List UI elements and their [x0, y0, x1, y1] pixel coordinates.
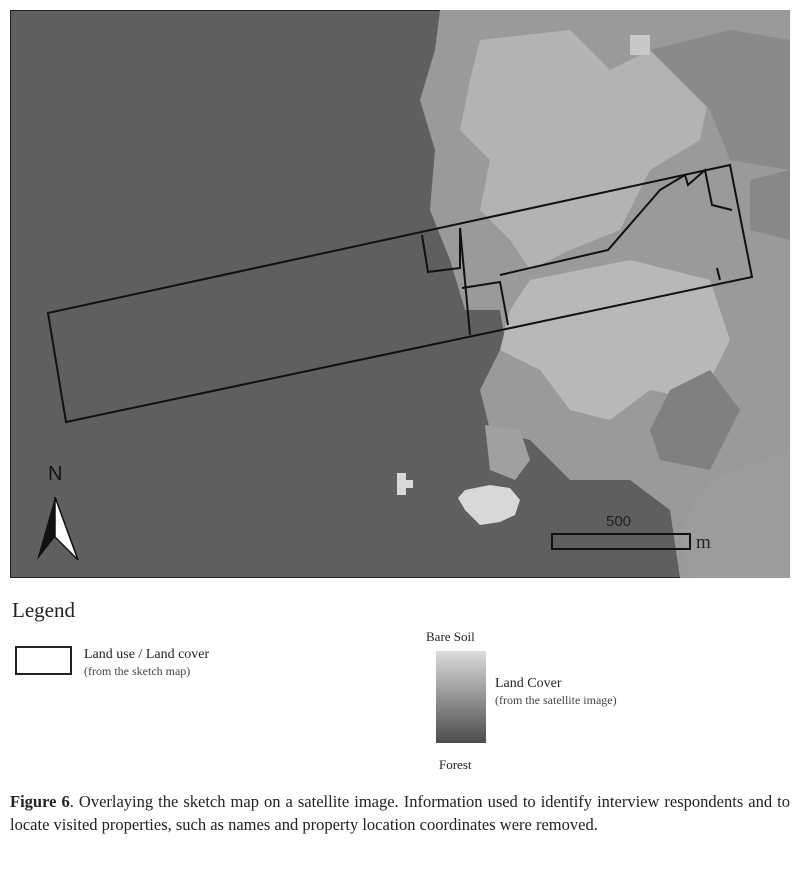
satellite-map: N 500 m	[10, 10, 790, 578]
north-arrow: N	[37, 463, 79, 561]
scale-unit: m	[696, 532, 711, 553]
ramp-bottom-label: Forest	[439, 757, 472, 772]
land-cover-color-ramp	[436, 651, 486, 743]
ramp-legend-label: Land Cover	[495, 676, 562, 691]
sketch-legend-label: Land use / Land cover	[84, 647, 210, 662]
sketch-legend-sub: (from the sketch map)	[84, 664, 191, 678]
legend-title: Legend	[12, 598, 75, 622]
figure-label: Figure 6	[10, 792, 70, 811]
scale-value: 500	[606, 513, 631, 530]
caption-text: . Overlaying the sketch map on a satelli…	[10, 792, 790, 834]
scale-bar: 500 m	[551, 513, 711, 553]
sketch-map-swatch	[15, 646, 72, 675]
ramp-top-label: Bare Soil	[426, 629, 475, 644]
figure-caption: Figure 6. Overlaying the sketch map on a…	[10, 790, 790, 836]
north-label: N	[48, 463, 62, 485]
ramp-legend-sub: (from the satellite image)	[495, 693, 617, 707]
sketch-map-boundaries	[46, 163, 754, 424]
